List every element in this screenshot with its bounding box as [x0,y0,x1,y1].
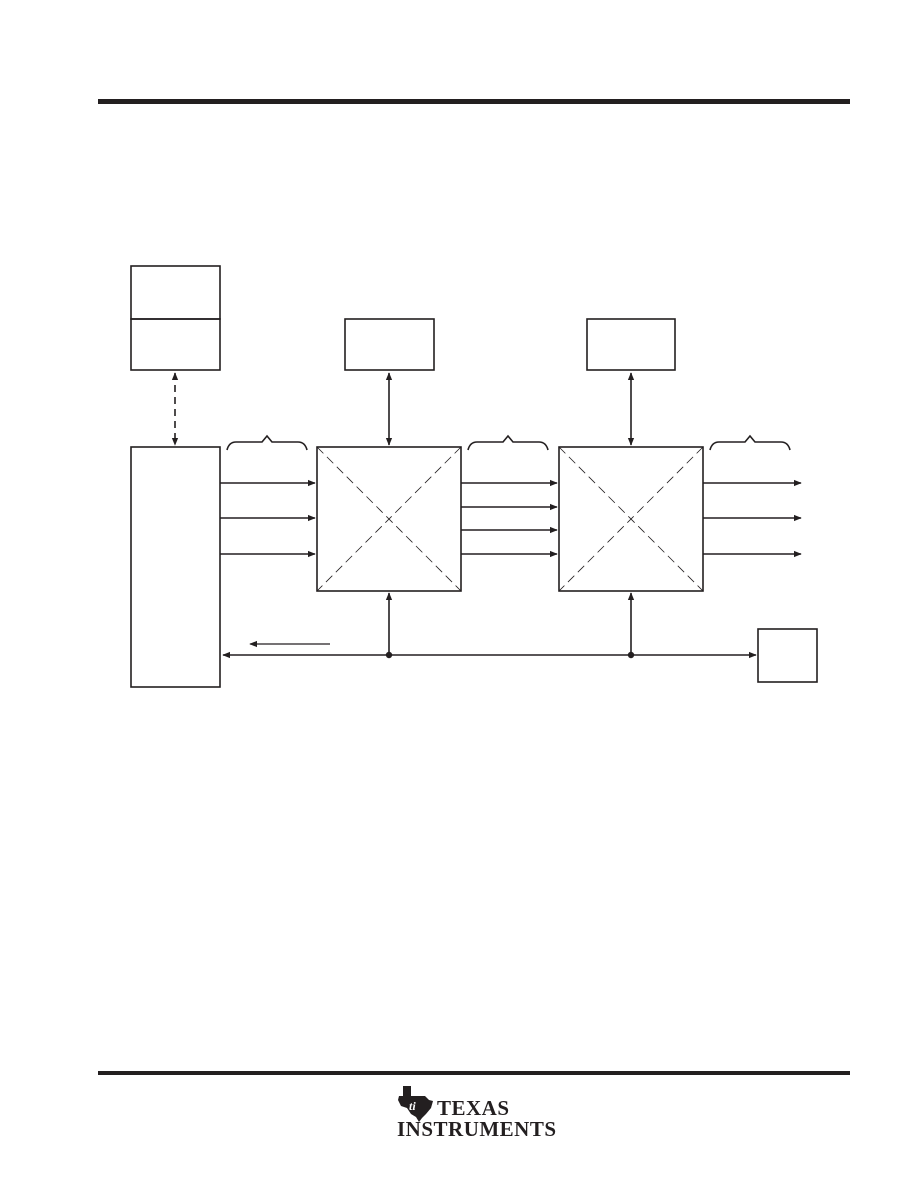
header-rule [98,99,850,104]
footer-rule [98,1071,850,1075]
bus-brace-3 [709,434,791,451]
output-block [757,628,818,683]
junction-dot [627,651,635,659]
switch-block-1 [316,446,462,592]
memory-block-lower [130,318,221,371]
bus-brace-1 [226,434,308,451]
register-block-1 [344,318,435,371]
memory-block-upper [130,265,221,320]
logo-line-2: INSTRUMENTS [397,1117,557,1141]
switch-block-2 [558,446,704,592]
bus-brace-2 [467,434,549,451]
texas-instruments-logo: ti TEXAS INSTRUMENTS [395,1084,557,1144]
svg-text:ti: ti [409,1099,416,1113]
ti-state-icon: ti [398,1086,433,1122]
junction-dot [385,651,393,659]
logo-line-1: TEXAS [437,1096,510,1120]
register-block-2 [586,318,676,371]
controller-block [130,446,221,688]
